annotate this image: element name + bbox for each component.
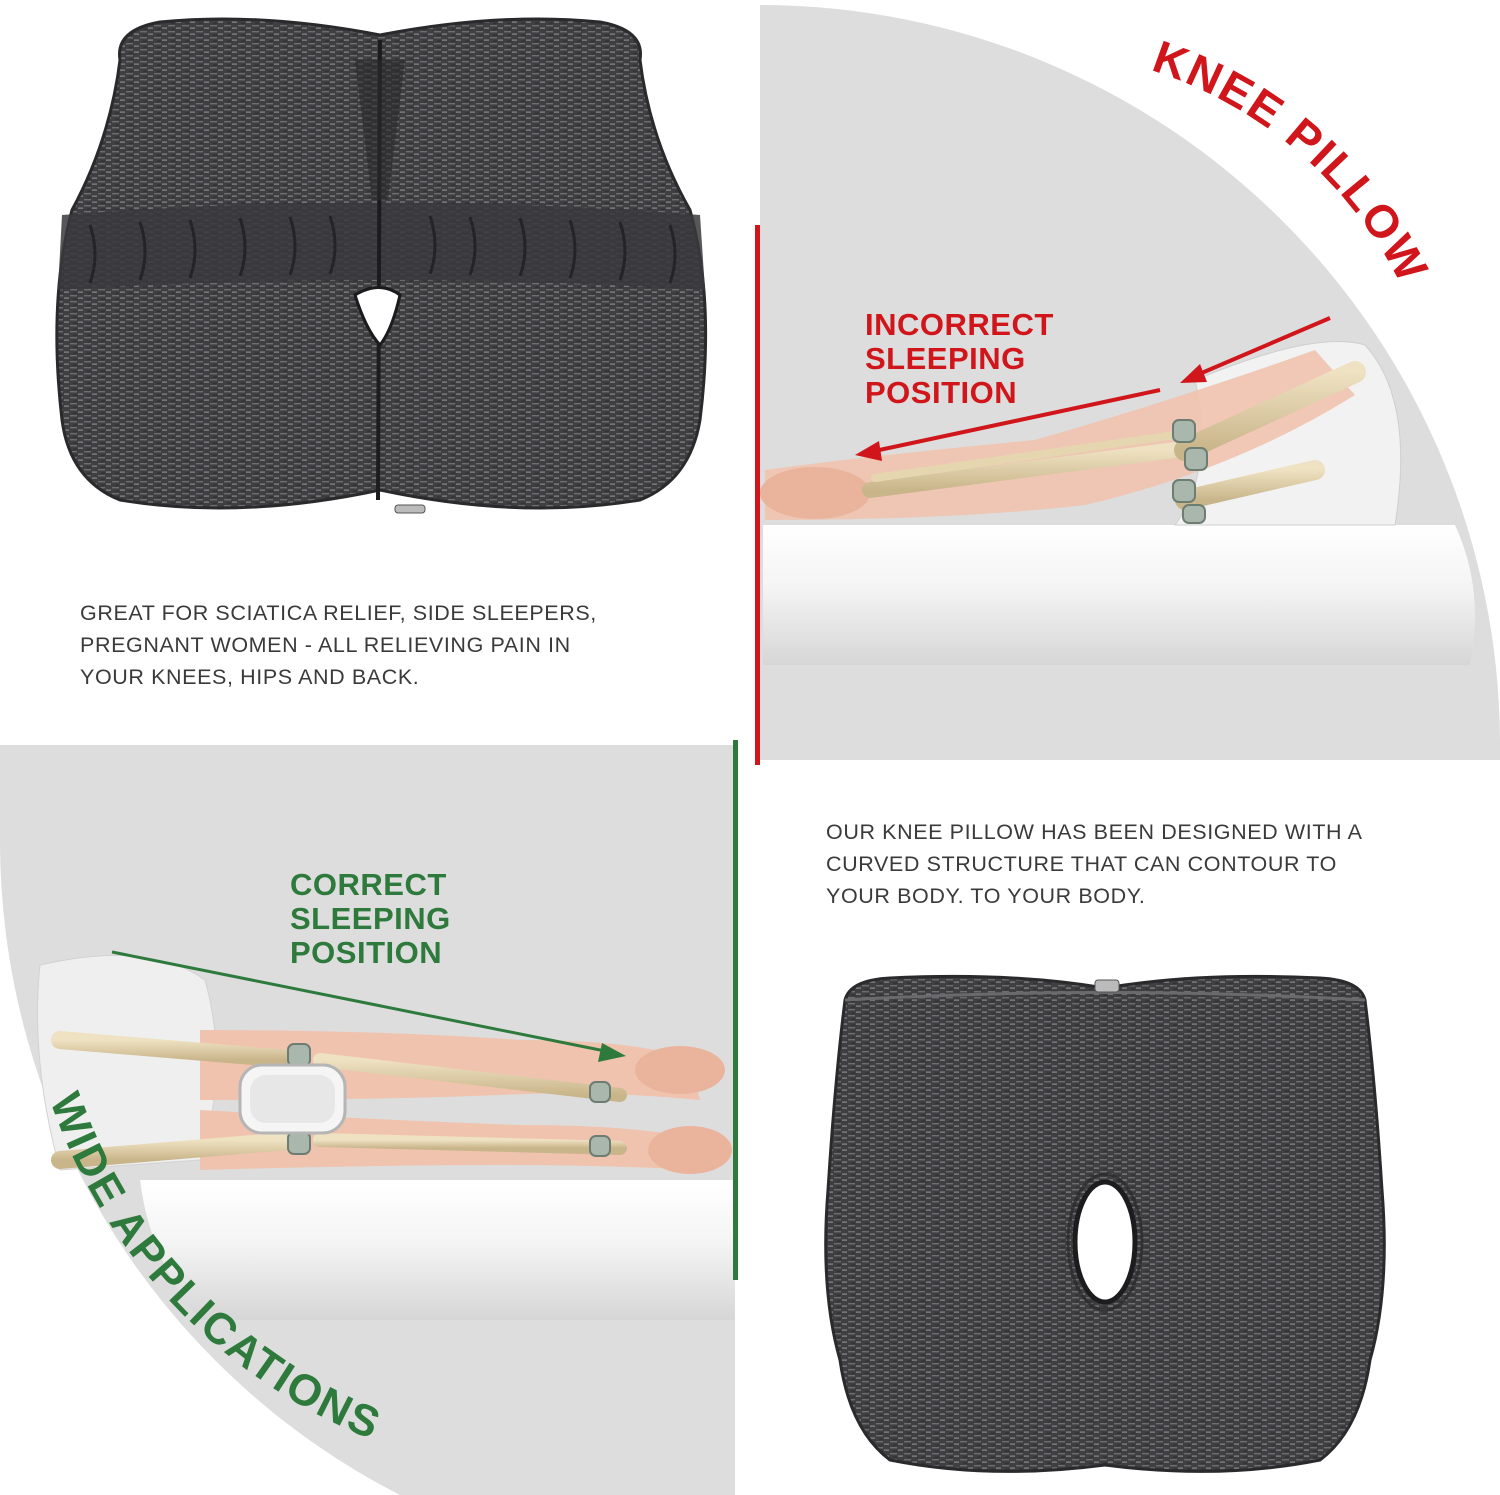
caption-line: CURVED STRUCTURE THAT CAN CONTOUR TO <box>826 852 1337 876</box>
caption-line: YOUR KNEES, HIPS AND BACK. <box>80 665 420 689</box>
heading-line: POSITION <box>865 375 1018 410</box>
caption-line: PREGNANT WOMEN - ALL RELIEVING PAIN IN <box>80 633 571 657</box>
heading-line: SLEEPING <box>865 341 1026 376</box>
correct-heading: CORRECT SLEEPING POSITION <box>290 868 451 970</box>
knee-pillow-front-image <box>824 974 1386 1473</box>
incorrect-heading: INCORRECT SLEEPING POSITION <box>865 308 1054 410</box>
caption-line: OUR KNEE PILLOW HAS BEEN DESIGNED WITH A <box>826 820 1363 844</box>
heading-line: CORRECT <box>290 867 447 902</box>
top-left-panel: GREAT FOR SCIATICA RELIEF, SIDE SLEEPERS… <box>0 0 750 745</box>
incorrect-position-illustration: KNEE PILLOW <box>755 5 1500 765</box>
knee-pillow-side-image <box>55 17 708 514</box>
heading-line: POSITION <box>290 935 443 970</box>
bottom-right-panel: OUR KNEE PILLOW HAS BEEN DESIGNED WITH A… <box>750 770 1500 1495</box>
caption-line: YOUR BODY. TO YOUR BODY. <box>826 884 1146 908</box>
accent-line-red <box>755 225 760 765</box>
accent-line-green <box>733 740 738 1280</box>
top-right-panel: KNEE PILLOW INCORRECT SLEEPING POSITION <box>755 0 1500 765</box>
bottom-right-caption: OUR KNEE PILLOW HAS BEEN DESIGNED WITH A… <box>826 816 1486 912</box>
bottom-left-panel: WIDE APPLICATIONS CORRECT SLEEPING POSIT… <box>0 740 740 1495</box>
heading-line: SLEEPING <box>290 901 451 936</box>
caption-line: GREAT FOR SCIATICA RELIEF, SIDE SLEEPERS… <box>80 601 597 625</box>
correct-position-illustration: WIDE APPLICATIONS <box>0 740 738 1495</box>
top-left-caption: GREAT FOR SCIATICA RELIEF, SIDE SLEEPERS… <box>80 597 720 693</box>
heading-line: INCORRECT <box>865 307 1054 342</box>
